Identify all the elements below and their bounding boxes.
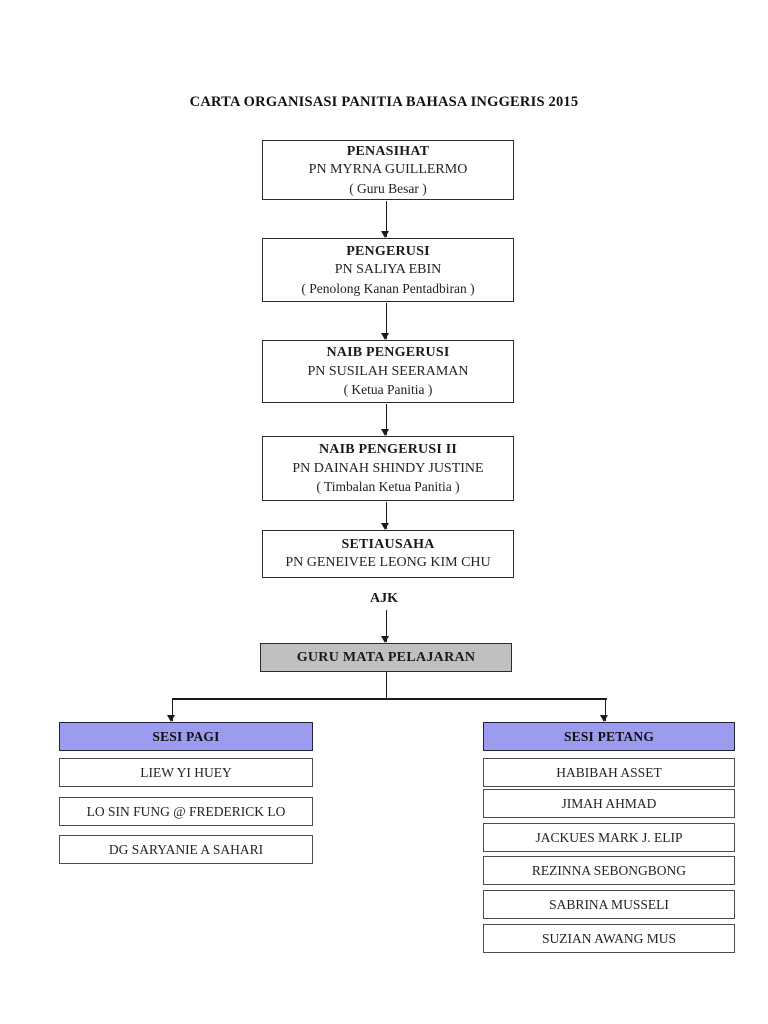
member-box: REZINNA SEBONGBONG: [483, 856, 735, 885]
member-box: DG SARYANIE A SAHARI: [59, 835, 313, 864]
down-arrow: [381, 303, 390, 340]
person-name: PN MYRNA GUILLERMO: [308, 162, 468, 178]
down-arrow: [381, 404, 390, 436]
role-label: SETIAUSAHA: [341, 536, 435, 552]
person-name: PN GENEIVEE LEONG KIM CHU: [285, 555, 491, 570]
branch-arrow-right: [600, 698, 609, 722]
org-box-pengerusi: PENGERUSI PN SALIYA EBIN ( Penolong Kana…: [262, 238, 514, 302]
member-box: LO SIN FUNG @ FREDERICK LO: [59, 797, 313, 826]
member-box: JIMAH AHMAD: [483, 789, 735, 818]
person-name: PN DAINAH SHINDY JUSTINE: [292, 460, 484, 476]
member-box: SABRINA MUSSELI: [483, 890, 735, 919]
member-box: HABIBAH ASSET: [483, 758, 735, 787]
member-box: LIEW YI HUEY: [59, 758, 313, 787]
org-box-naib-pengerusi: NAIB PENGERUSI PN SUSILAH SEERAMAN ( Ket…: [262, 340, 514, 403]
ajk-label: AJK: [370, 591, 398, 606]
role-label: NAIB PENGERUSI: [326, 345, 450, 361]
org-box-penasihat: PENASIHAT PN MYRNA GUILLERMO ( Guru Besa…: [262, 140, 514, 200]
page-title: CARTA ORGANISASI PANITIA BAHASA INGGERIS…: [189, 94, 579, 110]
role-label: PENGERUSI: [346, 243, 430, 259]
member-box: JACKUES MARK J. ELIP: [483, 823, 735, 852]
down-arrow: [381, 502, 390, 530]
role-label: NAIB PENGERUSI II: [319, 442, 457, 458]
down-arrow: [381, 201, 390, 238]
org-box-setiausaha: SETIAUSAHA PN GENEIVEE LEONG KIM CHU: [262, 530, 514, 578]
down-arrow: [381, 610, 390, 643]
session-header-petang: SESI PETANG: [483, 722, 735, 751]
role-label: PENASIHAT: [346, 143, 430, 159]
branch-arrow-left: [167, 698, 176, 722]
person-name: PN SUSILAH SEERAMAN: [307, 363, 469, 379]
person-name: PN SALIYA EBIN: [334, 262, 442, 278]
session-header-pagi: SESI PAGI: [59, 722, 313, 751]
role-note: ( Timbalan Ketua Panitia ): [316, 479, 460, 495]
role-note: ( Penolong Kanan Pentadbiran ): [301, 280, 475, 296]
subject-teachers-box: GURU MATA PELAJARAN: [260, 643, 512, 672]
role-note: ( Ketua Panitia ): [343, 382, 433, 398]
branch-connector-stem: [386, 672, 387, 699]
branch-connector-crossbar: [172, 698, 607, 700]
member-box: SUZIAN AWANG MUS: [483, 924, 735, 953]
role-note: ( Guru Besar ): [349, 180, 427, 196]
org-box-naib-pengerusi-ii: NAIB PENGERUSI II PN DAINAH SHINDY JUSTI…: [262, 436, 514, 501]
